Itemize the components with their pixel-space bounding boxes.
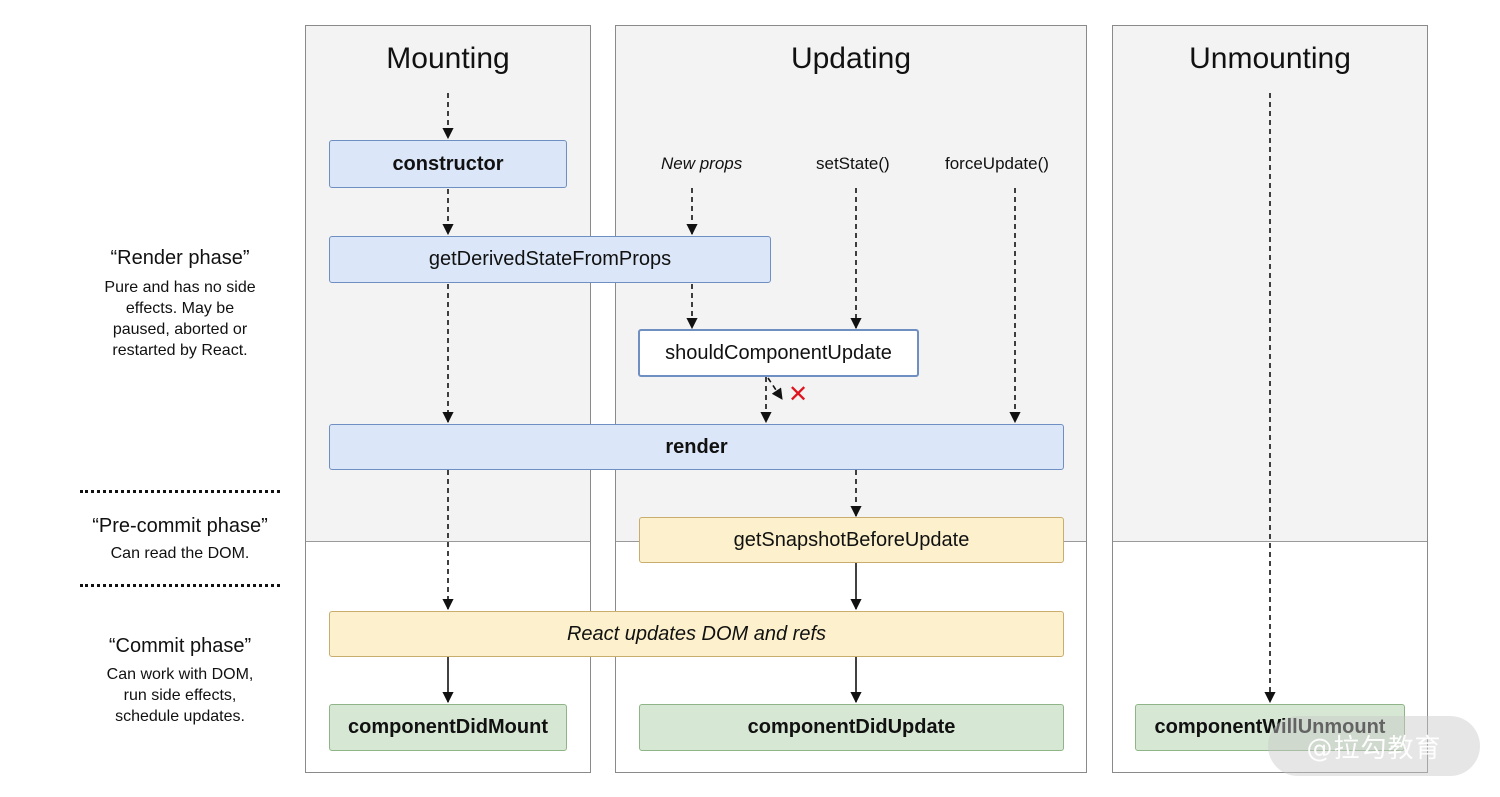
column-phase-separator: [1113, 541, 1427, 542]
trigger-force-update: forceUpdate(): [945, 154, 1049, 173]
component-did-mount-box: componentDidMount: [329, 704, 567, 751]
commit-phase-desc-line: schedule updates.: [115, 708, 245, 725]
get-snapshot-before-update-box: getSnapshotBeforeUpdate: [639, 517, 1064, 563]
watermark: @拉勾教育: [1268, 716, 1480, 776]
render-phase-title: “Render phase”: [110, 247, 250, 269]
constructor-box: constructor: [329, 140, 567, 188]
get-derived-state-from-props-box: getDerivedStateFromProps: [329, 236, 771, 283]
trigger-new-props: New props: [661, 154, 743, 173]
updating-column-title: Updating: [790, 42, 912, 75]
trigger-set-state: setState(): [816, 154, 890, 173]
precommit-phase-description: Can read the DOM.: [60, 543, 300, 564]
phase-divider-bottom: [80, 584, 280, 587]
commit-phase-description: Can work with DOM, run side effects, sch…: [60, 664, 300, 727]
render-phase-desc-line: Pure and has no side: [104, 279, 256, 296]
unmounting-column-title: Unmounting: [1189, 42, 1351, 75]
react-updates-dom-box: React updates DOM and refs: [329, 611, 1064, 657]
unmounting-column: Unmounting: [1112, 25, 1428, 773]
watermark-text: @拉勾教育: [1306, 733, 1442, 764]
should-component-update-box: shouldComponentUpdate: [638, 329, 919, 377]
precommit-phase-title: “Pre-commit phase”: [92, 515, 268, 537]
phase-divider-top: [80, 490, 280, 493]
column-phase-separator: [306, 541, 590, 542]
render-box: render: [329, 424, 1064, 470]
commit-phase-title: “Commit phase”: [108, 635, 252, 657]
skip-cross-icon: ✕: [788, 380, 809, 408]
render-phase-desc-line: paused, aborted or: [112, 321, 248, 338]
mounting-column-title: Mounting: [386, 42, 510, 75]
render-phase-desc-line: effects. May be: [125, 300, 235, 317]
updating-column: Updating: [615, 25, 1087, 773]
mounting-column: Mounting: [305, 25, 591, 773]
render-phase-desc-line: restarted by React.: [112, 342, 248, 359]
render-phase-description: Pure and has no side effects. May be pau…: [60, 277, 300, 361]
precommit-phase-desc-line: Can read the DOM.: [110, 545, 250, 562]
component-did-update-box: componentDidUpdate: [639, 704, 1064, 751]
component-will-unmount-box: componentWillUnmount: [1135, 704, 1405, 751]
commit-phase-desc-line: run side effects,: [123, 687, 237, 704]
commit-phase-desc-line: Can work with DOM,: [106, 666, 254, 683]
